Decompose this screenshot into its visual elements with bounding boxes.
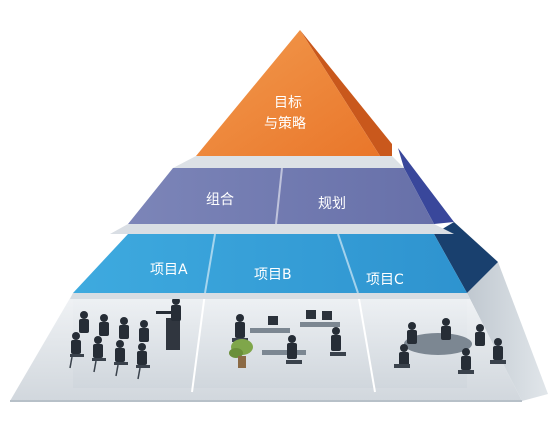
desk [300, 322, 340, 327]
audience-silhouettes [69, 311, 150, 380]
presentation-scene [69, 297, 181, 380]
middle-tier: 组合 规划 [110, 148, 454, 234]
top-tier-ledge [173, 156, 404, 168]
top-tier-front [196, 30, 380, 156]
project-tier-front [73, 234, 467, 293]
middle-tier-front [128, 168, 434, 224]
office-desks-scene [229, 310, 346, 368]
meeting-silhouette [399, 318, 503, 370]
meeting-table [404, 333, 472, 355]
podium [166, 318, 180, 350]
monitor [268, 316, 278, 325]
desk-worker-silhouette [235, 314, 341, 359]
goals-label-line2: 与策略 [264, 115, 306, 132]
desk [262, 350, 306, 355]
room-divider-2 [357, 292, 376, 393]
project-divider-1 [204, 233, 216, 294]
project-b-label: 项目B [254, 267, 292, 283]
project-a-label: 项目A [150, 262, 188, 278]
base-right-face [467, 262, 548, 401]
monitor [322, 311, 332, 320]
desk [250, 328, 290, 333]
meeting-table-scene [394, 318, 506, 374]
project-divider-2 [337, 233, 359, 294]
plant-icon [229, 339, 253, 368]
top-tier-shade [300, 30, 392, 156]
middle-tier-right-face [398, 148, 454, 224]
project-tier-right-face [434, 222, 498, 293]
goals-label-line1: 目标 [274, 95, 302, 111]
project-c-label: 项目C [366, 272, 404, 288]
planning-label: 规划 [318, 196, 346, 212]
base-floor [10, 293, 522, 401]
middle-divider [275, 167, 283, 225]
middle-tier-ledge [110, 224, 454, 234]
project-tier: 项目A 项目B 项目C [70, 222, 498, 299]
portfolio-label: 组合 [206, 192, 234, 208]
monitor [306, 310, 316, 319]
top-tier: 目标 与策略 [173, 30, 404, 168]
room-divider-1 [191, 292, 206, 393]
project-tier-ledge [70, 293, 470, 299]
